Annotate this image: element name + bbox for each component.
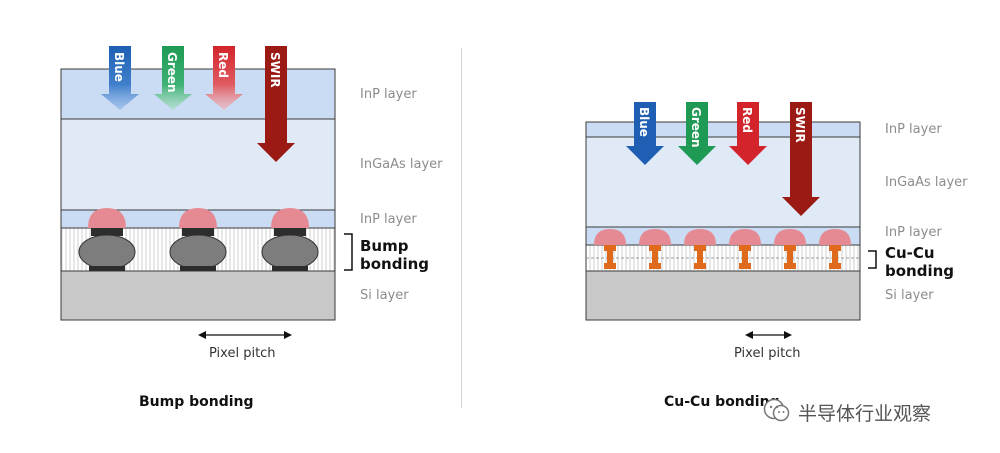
bump-1: [78, 228, 136, 271]
cu-pixel-3: [684, 229, 716, 269]
inp-bottom-layer: [585, 226, 861, 246]
left-pixel-pitch-label: Pixel pitch: [209, 346, 276, 361]
bump-3: [261, 228, 319, 271]
swir-arrow: SWIR: [257, 46, 295, 162]
panel-divider: [461, 48, 462, 408]
blue-arrow-label: Blue: [112, 52, 126, 82]
left-si-label: Si layer: [360, 288, 409, 303]
left-ingaas-label: InGaAs layer: [360, 157, 443, 172]
pad-1: [88, 208, 126, 228]
blue-arrow-label: Blue: [637, 107, 651, 137]
green-arrow: Green: [154, 46, 192, 110]
bump-bonding-bracket: [344, 233, 353, 271]
swir-arrow-label: SWIR: [268, 52, 282, 88]
left-inp-bottom-label: InP layer: [360, 212, 417, 227]
green-arrow-label: Green: [165, 52, 179, 93]
swir-arrow-label: SWIR: [793, 107, 807, 143]
right-inp-bottom-label: InP layer: [885, 225, 942, 240]
right-pixel-pitch-label: Pixel pitch: [734, 346, 801, 361]
cu-pixel-4: [729, 229, 761, 269]
right-caption: Cu-Cu bonding: [664, 394, 780, 410]
cu-pixel-1: [594, 229, 626, 269]
cu-pixel-2: [639, 229, 671, 269]
red-arrow: Red: [729, 102, 767, 165]
left-bond-label-line2: bonding: [360, 255, 430, 273]
left-bond-label-line1: Bump: [360, 237, 409, 255]
blue-arrow: Blue: [626, 102, 664, 165]
wechat-icon: [762, 398, 792, 427]
pixel-pitch-arrow: [745, 331, 792, 339]
left-caption: Bump bonding: [139, 394, 254, 410]
right-inp-top-label: InP layer: [885, 122, 942, 137]
red-arrow-label: Red: [216, 52, 230, 78]
cu-pixel-5: [774, 229, 806, 269]
red-arrow: Red: [205, 46, 243, 110]
bump-2: [169, 228, 227, 271]
right-bond-label-line1: Cu-Cu: [885, 244, 935, 262]
cu-cu-bonding-bracket: [868, 250, 877, 269]
watermark: 半导体行业观察: [762, 398, 931, 427]
red-arrow-label: Red: [740, 107, 754, 133]
green-arrow-label: Green: [689, 107, 703, 148]
left-inp-top-label: InP layer: [360, 87, 417, 102]
si-layer: [585, 270, 861, 321]
ingaas-layer: [585, 136, 861, 228]
right-ingaas-label: InGaAs layer: [885, 175, 968, 190]
si-layer: [60, 270, 336, 321]
cu-pixel-6: [819, 229, 851, 269]
green-arrow: Green: [678, 102, 716, 165]
watermark-text: 半导体行业观察: [798, 403, 932, 425]
ingaas-layer: [60, 118, 336, 211]
pad-2: [179, 208, 217, 228]
blue-arrow: Blue: [101, 46, 139, 110]
swir-arrow: SWIR: [782, 102, 820, 216]
pixel-pitch-arrow: [198, 331, 292, 339]
right-bond-label: Cu-Cu bonding: [885, 244, 954, 280]
right-si-label: Si layer: [885, 288, 934, 303]
right-bond-label-line2: bonding: [885, 262, 955, 280]
pad-3: [271, 208, 309, 228]
inp-top-layer: [585, 121, 861, 138]
left-bond-label: Bump bonding: [360, 237, 429, 273]
